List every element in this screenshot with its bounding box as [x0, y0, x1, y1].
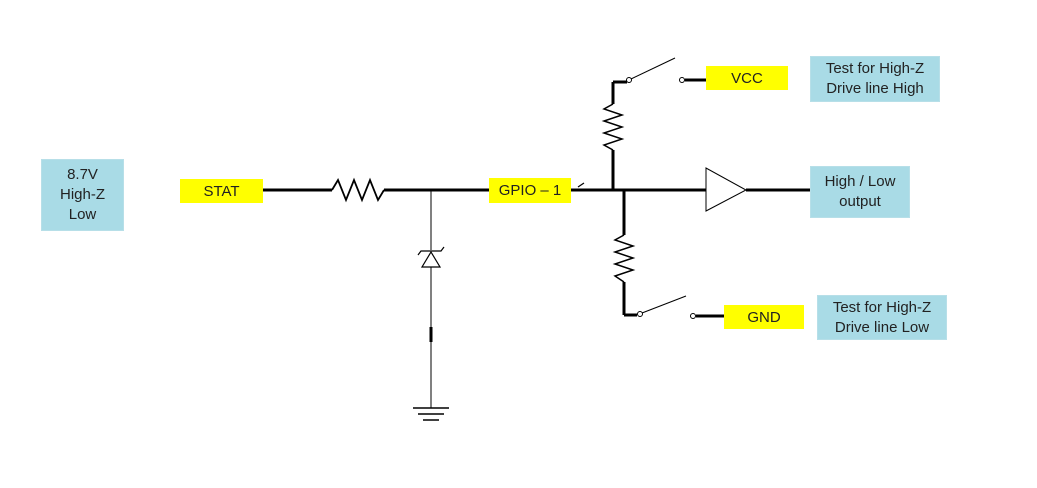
series-resistor-icon: [331, 177, 385, 203]
input-state-3: Low: [68, 206, 97, 223]
switch-contact-d: [690, 313, 696, 319]
input-states-box: 8.7V High-Z Low: [41, 159, 124, 231]
node-mark: [577, 182, 585, 188]
switch-contact-c: [637, 311, 643, 317]
ground-icon: [413, 407, 449, 421]
output-line-1: High / Low: [824, 173, 896, 190]
pullup-resistor-icon: [601, 103, 625, 151]
test-high-line-1: Test for High-Z: [825, 60, 925, 77]
switch-icon-high: [630, 57, 676, 80]
test-high-box: Test for High-Z Drive line High: [810, 56, 940, 102]
test-low-line-1: Test for High-Z: [832, 298, 932, 316]
test-low-line-2: Drive line Low: [834, 318, 930, 336]
zener-bar: [417, 246, 445, 256]
switch-contact-a: [626, 77, 632, 83]
stat-tag: STAT: [180, 179, 263, 203]
pulldown-resistor-icon: [612, 234, 636, 283]
vcc-tag: VCC: [706, 66, 788, 90]
output-line-2: output: [839, 193, 881, 210]
output-box: High / Low output: [810, 166, 910, 218]
input-state-1: 8.7V: [67, 166, 98, 183]
gpio-tag: GPIO – 1: [489, 178, 571, 203]
switch-contact-b: [679, 77, 685, 83]
test-low-box: Test for High-Z Drive line Low: [817, 295, 947, 340]
gnd-tag: GND: [724, 305, 804, 329]
test-high-line-2: Drive line High: [826, 80, 924, 97]
buffer-icon: [705, 167, 748, 212]
zener-diode-icon: [420, 250, 442, 268]
switch-icon-low: [641, 295, 687, 314]
input-state-2: High-Z: [59, 186, 105, 203]
